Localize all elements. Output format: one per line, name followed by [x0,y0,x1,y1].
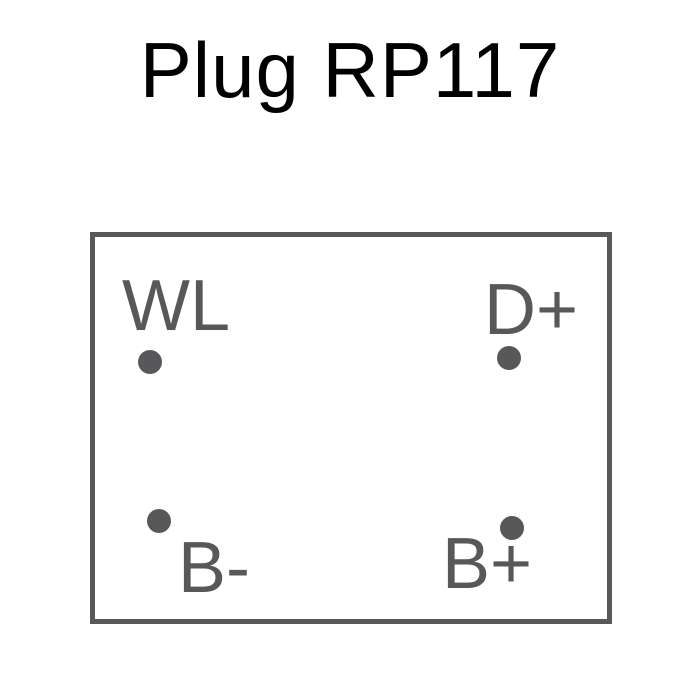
pin-label-b-plus: B+ [442,524,533,604]
plug-outline [90,232,612,624]
pin-label-d-plus: D+ [484,270,579,350]
pin-b-plus-dot [500,516,524,540]
pin-d-plus-dot [497,346,521,370]
diagram-title: Plug RP117 [139,26,561,114]
pin-label-wl: WL [122,266,230,346]
pin-label-b-minus: B- [178,528,250,608]
pin-b-minus-dot [147,509,171,533]
pin-wl-dot [138,350,162,374]
